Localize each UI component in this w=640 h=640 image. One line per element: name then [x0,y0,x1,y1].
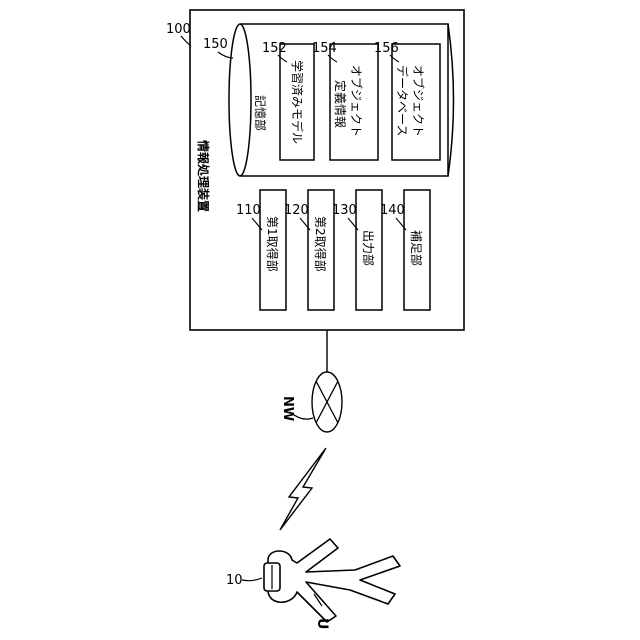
storage-item-ref: 152 [262,41,287,56]
storage-item-label-line2: 定義情報 [333,80,348,128]
user-figure [268,539,400,622]
device-10-leader [242,578,262,581]
storage-item-ref: 154 [312,41,337,56]
unit-ref: 130 [332,203,357,218]
storage-item-label-line2: データベース [395,65,410,136]
storage-item-label-line1: オブジェクト [411,65,426,137]
storage-item-label: 学習済みモデル [290,60,305,144]
unit-ref: 110 [236,203,261,218]
unit-label: 第2取得部 [313,216,328,272]
storage-ref: 150 [203,37,228,52]
unit-label: 補足部 [409,230,424,266]
device-10-ref: 10 [226,573,243,588]
storage-label: 記憶部 [253,95,268,131]
wireless-link-icon [280,448,326,530]
network-label: NW [280,396,295,421]
storage-item-label-line1: オブジェクト [349,65,364,137]
head-mounted-display-icon [264,563,280,591]
unit-label: 第1取得部 [265,216,280,272]
device-ref: 100 [166,22,191,37]
device-title: 情報処理装置 [196,140,211,212]
user-label: U [314,618,330,629]
unit-ref: 120 [284,203,309,218]
unit-ref: 140 [380,203,405,218]
unit-label: 出力部 [361,230,376,266]
network-node [312,372,342,432]
storage-item-ref: 156 [374,41,399,56]
